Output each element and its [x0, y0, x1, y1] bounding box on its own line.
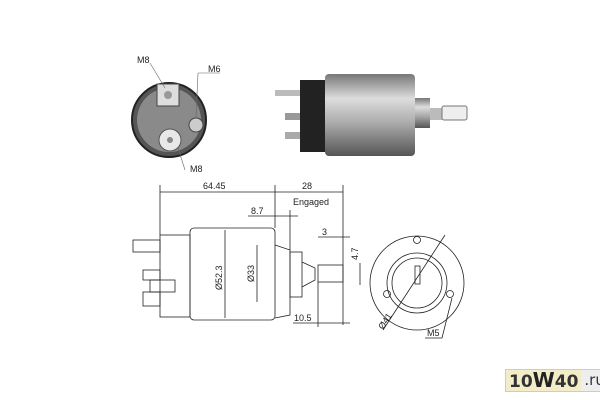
dim-bolt-circle: Ø41 — [376, 311, 394, 331]
watermark-w: W — [532, 368, 555, 392]
dimension-drawing — [132, 185, 465, 339]
dim-overall: 64.45 — [203, 181, 226, 191]
dim-bolt-thread: M5 — [427, 328, 440, 338]
watermark-prefix: 10 — [509, 372, 533, 392]
dim-flange: 8.7 — [251, 206, 264, 216]
watermark-logo: 10W40 .ru — [505, 369, 600, 392]
watermark-suffix: 40 — [554, 372, 579, 392]
dim-plunger: 10.5 — [294, 313, 312, 323]
label-m8-bottom: M8 — [190, 164, 203, 174]
dimension-labels: 64.45 28 Engaged 8.7 Ø52.3 Ø33 3 4.7 10.… — [203, 181, 440, 338]
engaged-label: Engaged — [293, 197, 329, 207]
label-m8-top: M8 — [137, 55, 150, 65]
dim-body-diameter: Ø52.3 — [214, 265, 224, 290]
dim-slot-height: 4.7 — [350, 247, 360, 260]
label-m6: M6 — [208, 64, 221, 74]
dim-neck-diameter: Ø33 — [246, 265, 256, 282]
side-view-photo — [275, 74, 468, 156]
dim-slot-width: 3 — [322, 227, 327, 237]
watermark-tld: .ru — [581, 370, 600, 391]
end-view-photo: M8 M6 M8 — [131, 55, 221, 174]
dim-stroke: 28 — [302, 181, 312, 191]
